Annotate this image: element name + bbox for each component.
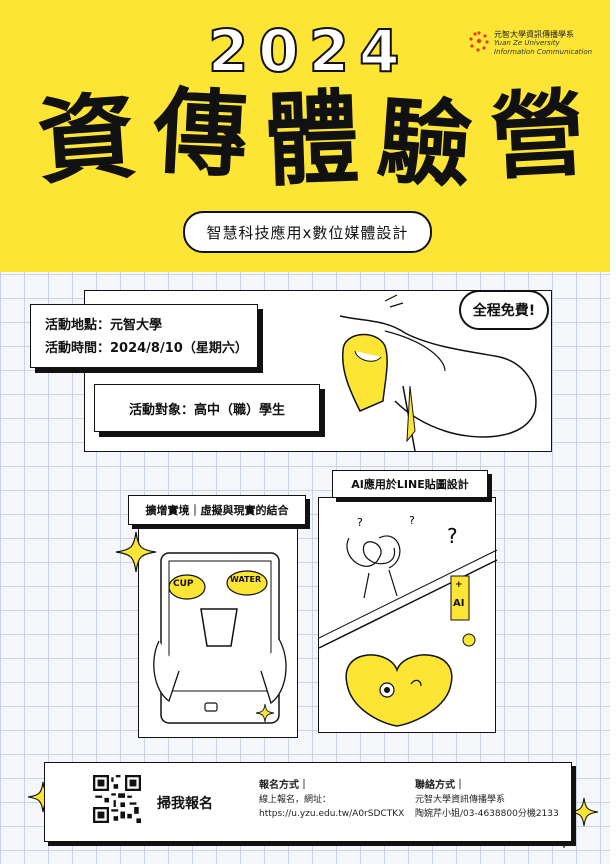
ai-tag-text: AI	[453, 598, 465, 609]
header-band: 2024 元智大學資訊傳播學系 Yuan Ze University Infor…	[0, 0, 610, 272]
svg-text:?: ?	[357, 516, 363, 529]
title-char: 資	[33, 82, 141, 199]
title-char: 營	[487, 79, 588, 194]
water-bubble-text: WATER	[230, 575, 262, 584]
cup-bubble-text: CUP	[173, 579, 194, 589]
register-heading: 報名方式｜	[259, 780, 309, 791]
free-badge: 全程免費!	[459, 290, 549, 330]
register-text: 線上報名，網址：	[259, 795, 332, 805]
logo-text-zh: 元智大學資訊傳播學系	[494, 30, 574, 39]
qr-code-icon[interactable]	[93, 775, 141, 823]
contact-heading: 聯絡方式｜	[415, 780, 465, 791]
year-title: 2024	[207, 17, 410, 85]
ar-panel: CUP WATER	[138, 520, 298, 738]
svg-text:?: ?	[447, 524, 458, 548]
subtitle-pill: 智慧科技應用x數位媒體設計	[183, 211, 432, 253]
department-logo: 元智大學資訊傳播學系 Yuan Ze University Informatio…	[468, 30, 592, 57]
main-title: 資 傳 體 驗 營	[34, 78, 588, 203]
audience-box: 活動對象：高中（職）學生	[94, 384, 320, 432]
ai-tag-plus: +	[455, 580, 463, 590]
svg-text:?: ?	[409, 514, 415, 527]
register-column: 報名方式｜ 線上報名，網址： https://u.yzu.edu.tw/A0rS…	[259, 779, 404, 821]
time-text: 活動時間：2024/8/10（星期六）	[45, 341, 248, 356]
contact-column: 聯絡方式｜ 元智大學資訊傳播學系 陶婉芹小姐/03-4638800分機2133	[415, 779, 559, 821]
sparkle-icon	[255, 703, 275, 723]
location-text: 活動地點：元智大學	[45, 318, 163, 333]
ar-label: 擴增實境｜虛擬與現實的結合	[128, 495, 306, 525]
audience-text: 活動對象：高中（職）學生	[128, 402, 285, 418]
logo-text-en2: Information Communication	[494, 48, 593, 56]
ai-sticker-illustration: ? ? ?	[318, 514, 498, 727]
title-char: 體	[263, 80, 362, 201]
ai-panel: ? ? ? + AI	[318, 497, 498, 733]
title-char: 傳	[150, 77, 250, 192]
sparkle-icon	[569, 797, 599, 827]
location-time-box: 活動地點：元智大學 活動時間：2024/8/10（星期六）	[30, 304, 258, 368]
stretching-girl-illustration	[339, 294, 537, 452]
contact-dept: 元智大學資訊傳播學系	[415, 795, 506, 805]
contact-person: 陶婉芹小姐/03-4638800分機2133	[415, 809, 559, 819]
ai-label: AI應用於LINE貼圖設計	[332, 470, 488, 498]
ar-tablet-illustration	[153, 552, 287, 724]
register-url[interactable]: https://u.yzu.edu.tw/A0rSDCTKX	[259, 809, 405, 819]
title-char: 驗	[374, 86, 476, 203]
sparkle-icon	[115, 531, 157, 573]
scan-to-register: 掃我報名	[157, 796, 213, 812]
registration-footer: 掃我報名 報名方式｜ 線上報名，網址： https://u.yzu.edu.tw…	[44, 762, 572, 842]
logo-mark-icon	[469, 31, 489, 52]
logo-text-en1: Yuan Ze University	[494, 39, 560, 47]
